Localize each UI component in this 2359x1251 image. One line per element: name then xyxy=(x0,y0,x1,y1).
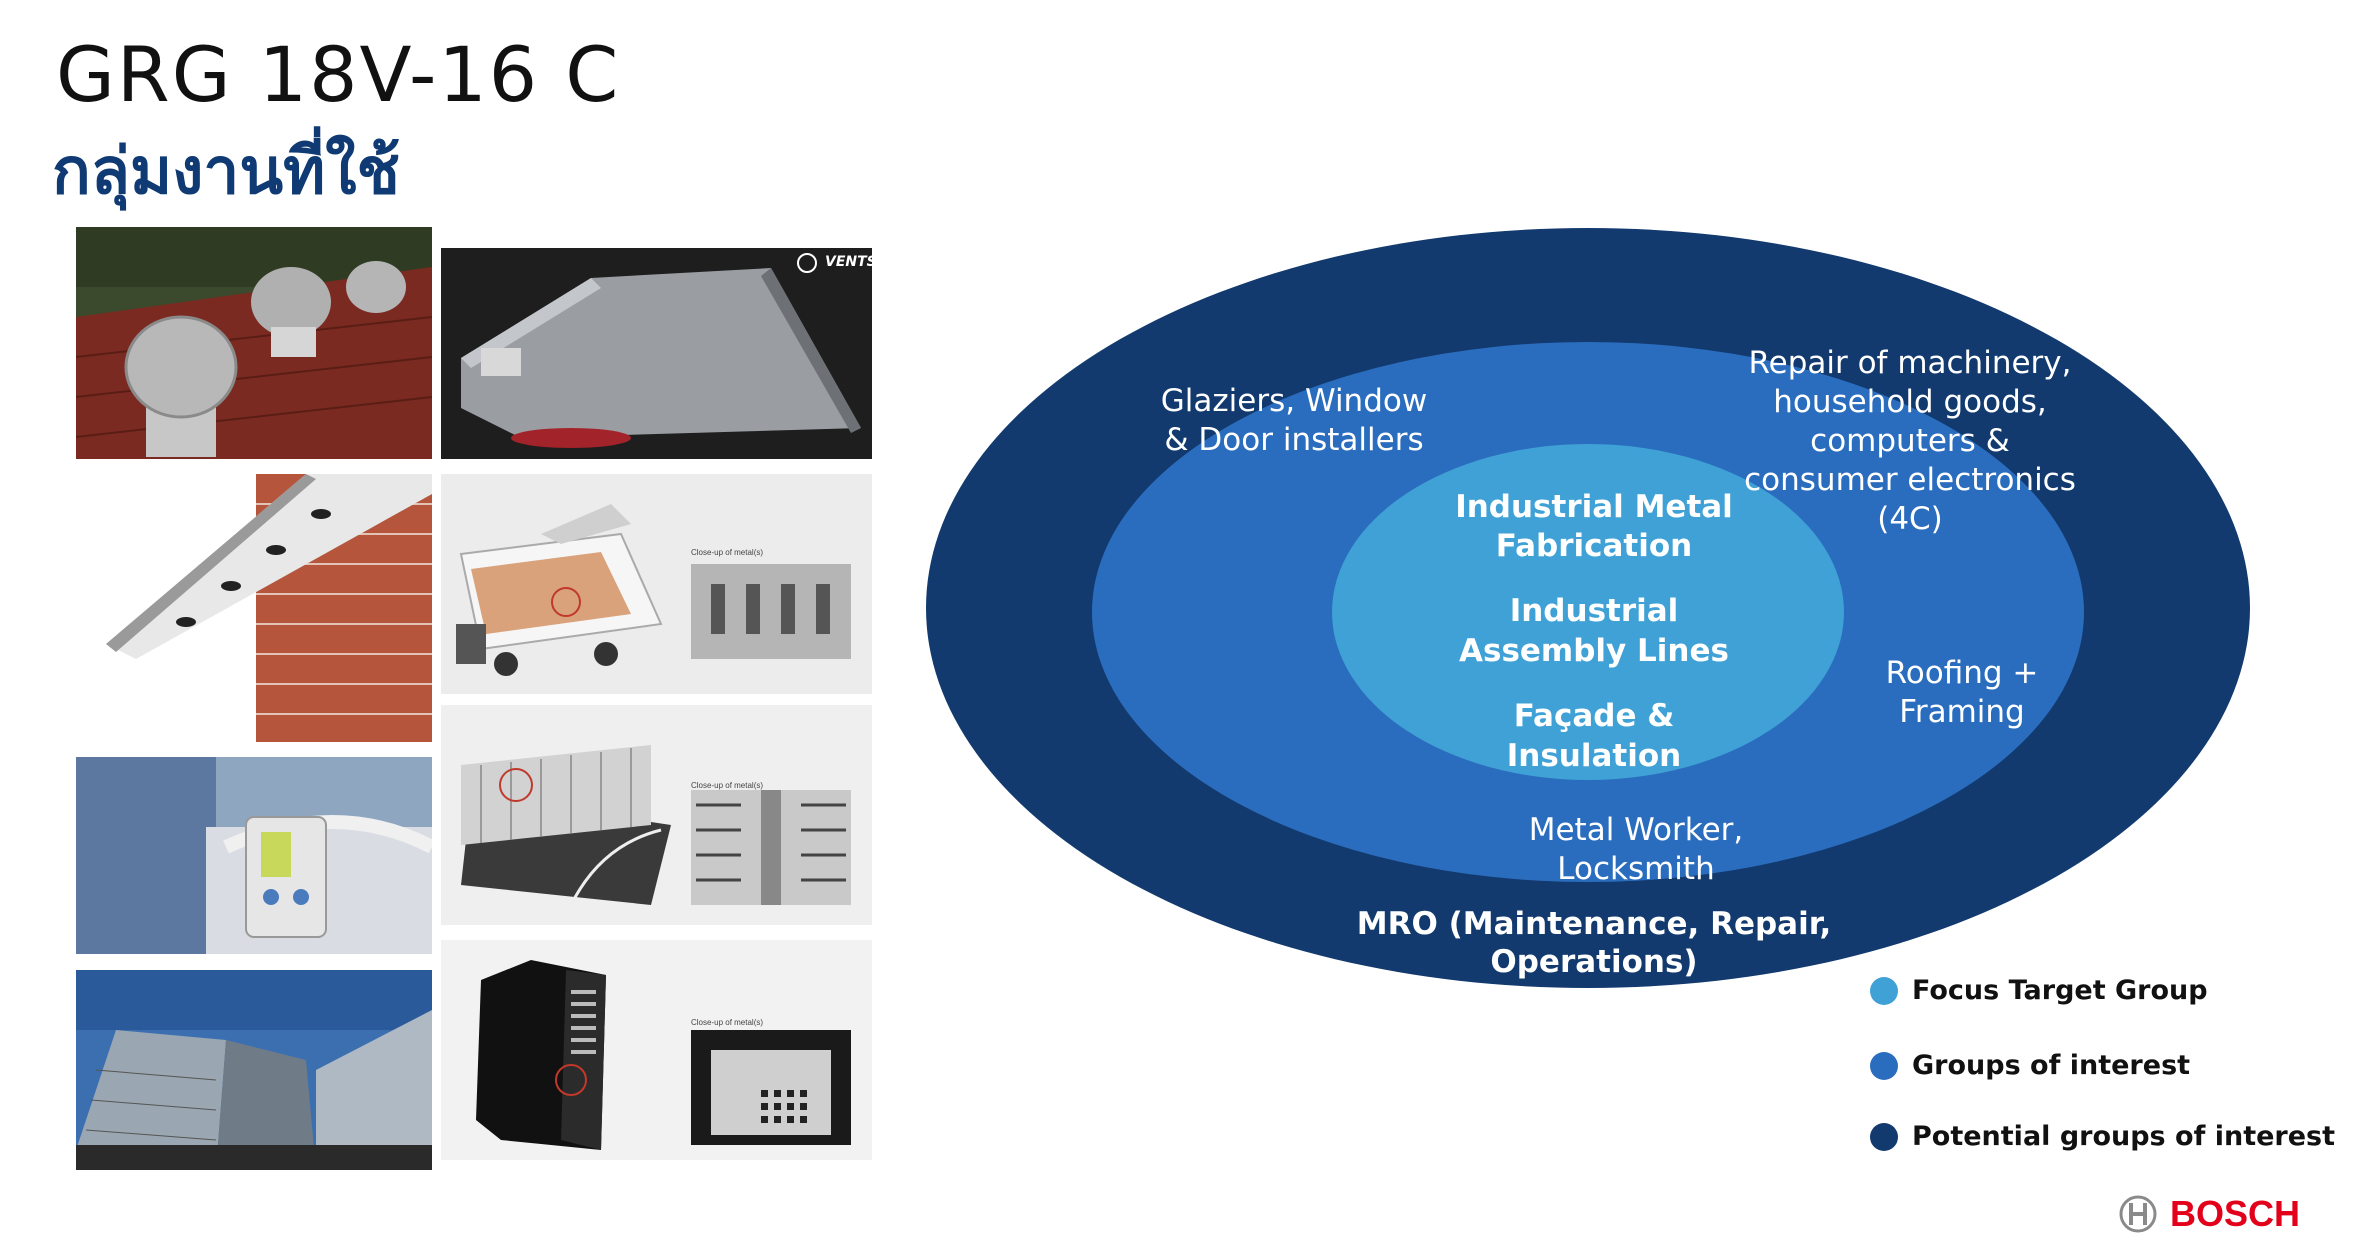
outer-ring-potential-groups xyxy=(926,228,2250,988)
legend-label-potential: Potential groups of interest xyxy=(1912,1121,2336,1152)
legend-label-interest: Groups of interest xyxy=(1912,1050,2191,1081)
photo-roof-turbine-vents xyxy=(76,227,432,459)
legend-swatch-potential xyxy=(1870,1122,1898,1151)
outer-item-mro: MRO (Maintenance, Repair,Operations) xyxy=(1357,906,1832,980)
legend-item-focus: Focus Target Group xyxy=(1870,975,2208,1006)
middle-item-roofing-framing: Roofing +Framing xyxy=(1886,655,2039,730)
inner-item-facade-insulation: Façade &Insulation xyxy=(1507,698,1681,774)
page-subtitle: กลุ่มงานที่ใช้ xyxy=(52,135,400,209)
bosch-logo: BOSCH xyxy=(2118,1193,2300,1235)
middle-item-repair-4c: Repair of machinery,household goods,comp… xyxy=(1744,345,2076,537)
vents-logo: VENTS xyxy=(825,254,872,270)
photo-truck-closeup: Close-up of metal(s) xyxy=(441,474,872,694)
photo-hospital-bed-device xyxy=(76,757,432,954)
middle-item-glaziers: Glaziers, Window& Door installers xyxy=(1161,383,1427,458)
legend-item-interest: Groups of interest xyxy=(1870,1050,2190,1081)
photo-gutter-brick-wall xyxy=(76,474,432,742)
bosch-armature-icon xyxy=(2119,1195,2157,1233)
legend-item-potential: Potential groups of interest xyxy=(1870,1121,2335,1152)
closeup-caption: Close-up of metal(s) xyxy=(691,781,764,790)
inner-core-focus-target xyxy=(1332,444,1844,780)
photo-vents-fan-unit: VENTS xyxy=(441,248,872,459)
middle-item-metal-worker: Metal Worker,Locksmith xyxy=(1529,812,1744,887)
bosch-wordmark: BOSCH xyxy=(2170,1193,2301,1234)
photo-fence-road-closeup: Close-up of metal(s) xyxy=(441,705,872,925)
middle-ring-groups-of-interest xyxy=(1092,342,2084,882)
legend-swatch-interest xyxy=(1870,1051,1898,1080)
closeup-caption: Close-up of metal(s) xyxy=(691,548,764,557)
legend-swatch-focus xyxy=(1870,976,1898,1005)
photo-rooftop-ducting xyxy=(76,970,432,1170)
page-title: GRG 18V-16 C xyxy=(56,30,621,119)
photo-computer-case-closeup: Close-up of metal(s) xyxy=(441,940,872,1160)
closeup-caption: Close-up of metal(s) xyxy=(691,1018,764,1027)
legend-label-focus: Focus Target Group xyxy=(1912,975,2208,1006)
